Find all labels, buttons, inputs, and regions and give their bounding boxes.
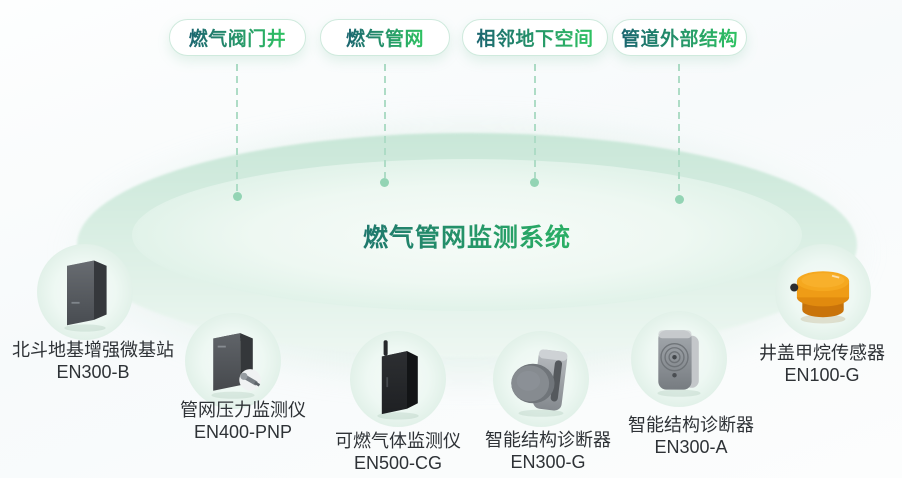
platform-title: 燃气管网监测系统 [291, 218, 643, 254]
device-name: 管网压力监测仪 [180, 400, 306, 420]
device-smart-structure-diagnoser-g[interactable] [493, 331, 589, 427]
manhole-methane-sensor-icon [790, 271, 850, 324]
connector-dot [380, 178, 389, 187]
badge-adjacent-underground-space[interactable]: 相邻地下空间 [462, 19, 608, 56]
device-name: 北斗地基增强微基站 [12, 340, 174, 360]
badge-label: 燃气阀门井 [189, 24, 287, 51]
device-pipeline-pressure-monitor[interactable] [185, 313, 281, 409]
device-combustible-gas-monitor[interactable] [350, 331, 446, 427]
badge-label: 管道外部结构 [621, 24, 738, 51]
device-label-manhole-methane-sensor: 井盖甲烷传感器 EN100-G [712, 342, 902, 386]
device-model: EN500-CG [353, 453, 443, 473]
device-model: EN300-B [56, 362, 130, 382]
connector-dot [675, 195, 684, 204]
connector-dashed-line [384, 64, 386, 178]
connector-dashed-line [236, 64, 238, 192]
combustible-gas-monitor-icon [377, 340, 419, 420]
badge-pipeline-external-structure[interactable]: 管道外部结构 [612, 19, 747, 56]
platform-surface-ellipse [132, 159, 802, 311]
device-label-pipeline-pressure-monitor: 管网压力监测仪 EN400-PNP [133, 399, 353, 443]
device-manhole-methane-sensor[interactable] [775, 244, 871, 340]
device-smart-structure-diagnoser-a[interactable] [631, 311, 727, 407]
device-name: 可燃气体监测仪 [335, 431, 461, 451]
device-beidou-base-station[interactable] [37, 244, 133, 340]
device-model: EN400-PNP [193, 422, 293, 442]
connector-dot [233, 192, 242, 201]
device-label-smart-structure-diagnoser-a: 智能结构诊断器 EN300-A [581, 414, 801, 458]
device-name: 智能结构诊断器 [628, 415, 754, 435]
smart-structure-diagnoser-a-icon [657, 330, 701, 397]
device-label-beidou-base-station: 北斗地基增强微基站 EN300-B [0, 339, 203, 383]
device-model: EN100-G [784, 365, 860, 385]
device-name: 井盖甲烷传感器 [759, 343, 885, 363]
device-label-smart-structure-diagnoser-g: 智能结构诊断器 EN300-G [438, 429, 658, 473]
badge-gas-valve-well[interactable]: 燃气阀门井 [169, 19, 306, 56]
device-model: EN300-G [510, 452, 586, 472]
badge-label: 相邻地下空间 [476, 24, 593, 51]
smart-structure-diagnoser-g-icon [511, 349, 568, 417]
connector-dashed-line [534, 64, 536, 178]
beidou-base-station-icon [64, 260, 107, 332]
badge-label: 燃气管网 [346, 24, 424, 51]
pipeline-pressure-monitor-icon [211, 333, 261, 399]
device-label-combustible-gas-monitor: 可燃气体监测仪 EN500-CG [288, 430, 508, 474]
connector-dashed-line [678, 64, 680, 195]
connector-dot [530, 178, 539, 187]
badge-gas-pipeline[interactable]: 燃气管网 [320, 19, 450, 56]
device-model: EN300-A [654, 437, 728, 457]
device-name: 智能结构诊断器 [485, 430, 611, 450]
